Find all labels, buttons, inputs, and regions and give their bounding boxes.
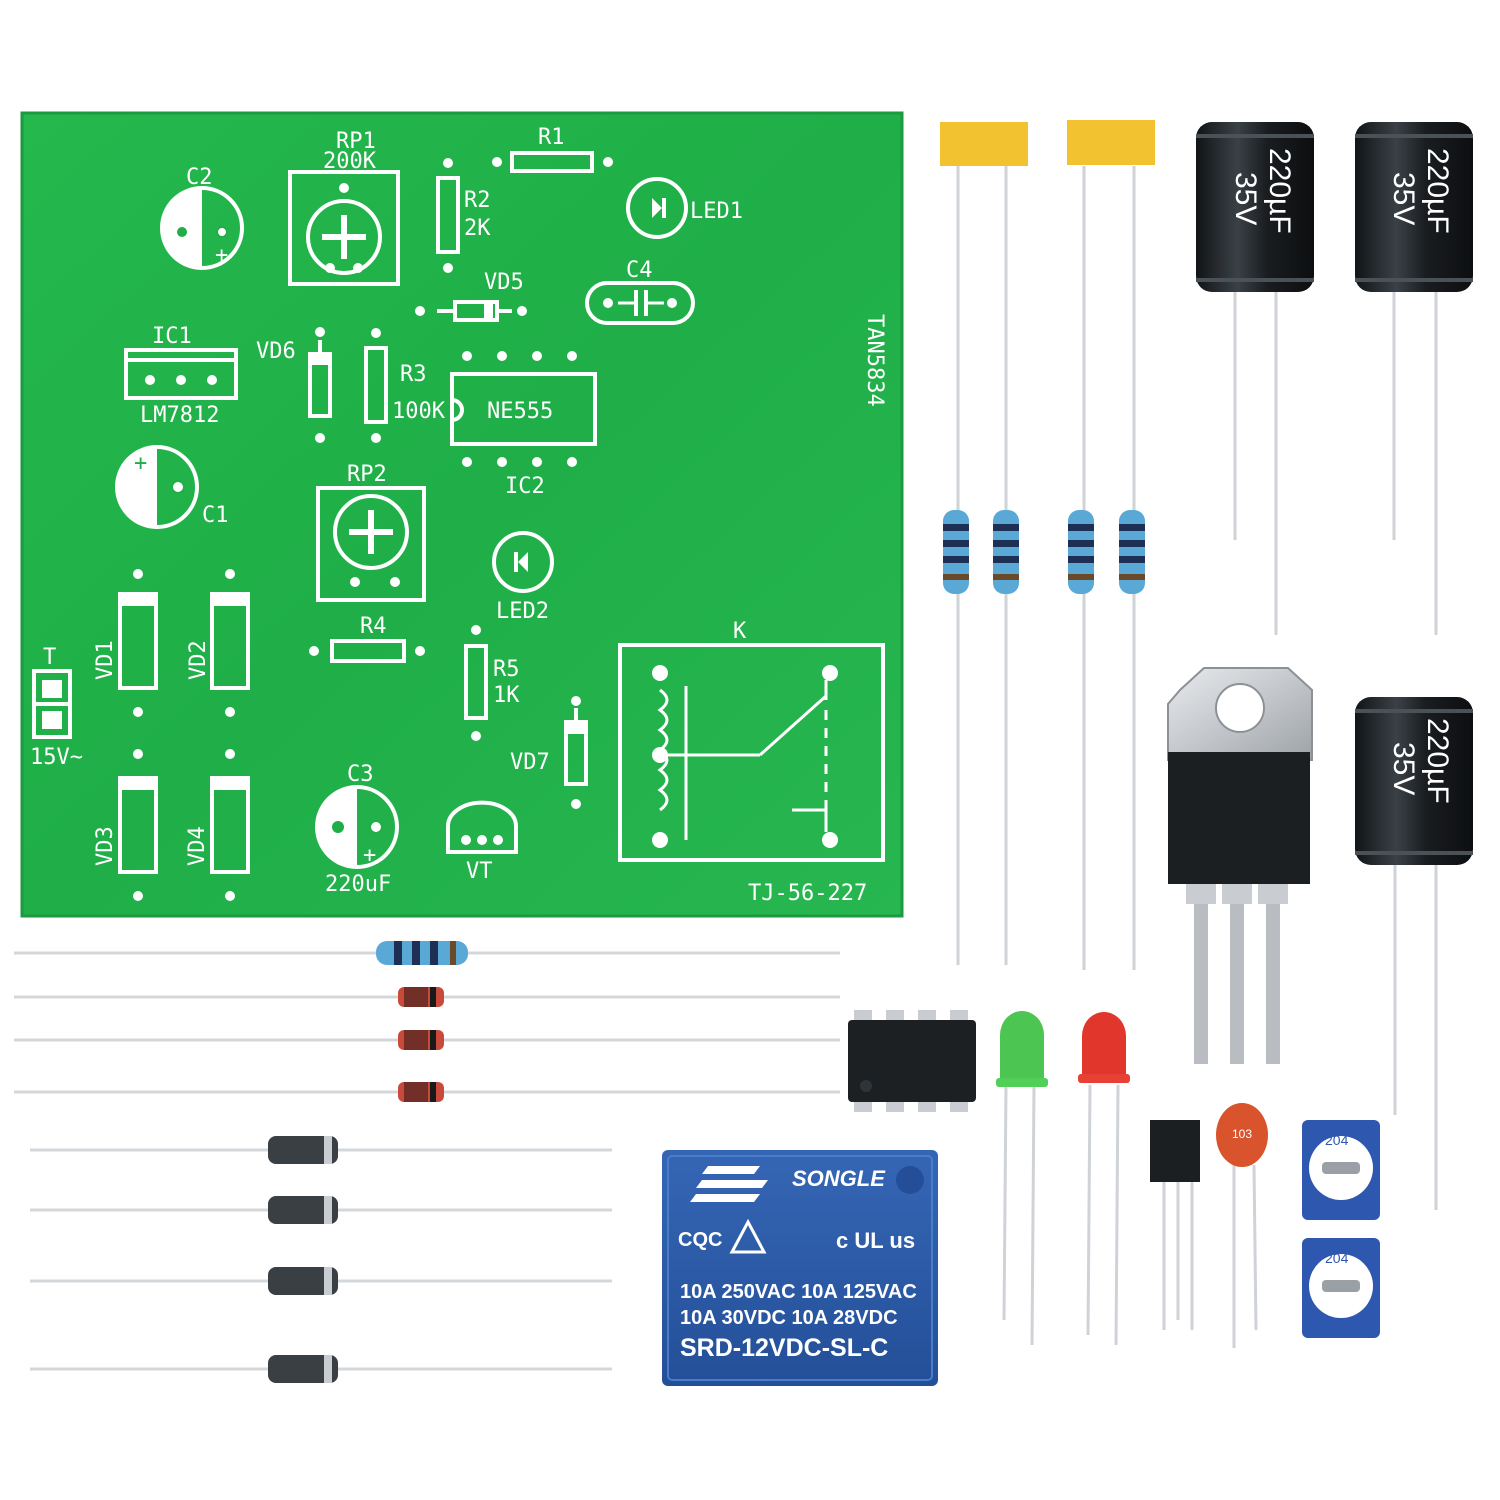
led1-footprint: LED1 <box>626 177 743 239</box>
c2-label: C2 <box>186 165 213 190</box>
r3-footprint: R3 100K <box>364 328 446 443</box>
relay-brand: SONGLE <box>792 1166 886 1191</box>
relay-rating-1: 10A 250VAC 10A 125VAC <box>680 1281 917 1303</box>
electrolytic-capacitor-1: 220µF 35V <box>1196 122 1314 635</box>
electrolytic-capacitor-3: 220µF 35V <box>1355 697 1473 1210</box>
r3-value: 100K <box>392 399 446 424</box>
r2-label: R2 <box>464 188 491 213</box>
relay-rating-2: 10A 30VDC 10A 28VDC <box>680 1307 898 1329</box>
rp2-label: RP2 <box>347 462 387 487</box>
electrolytic-capacitor-2: 220µF 35V <box>1355 122 1473 635</box>
zener-diode-group <box>14 987 840 1102</box>
t-label: T <box>43 645 56 670</box>
vt-label: VT <box>466 859 493 884</box>
vd2-footprint: VD2 <box>186 569 250 717</box>
led2-label: LED2 <box>496 599 549 624</box>
trimmer-pot-2: 204 <box>1302 1238 1380 1338</box>
r2-footprint: R2 2K <box>436 158 491 273</box>
c2-footprint: + C2 <box>160 165 244 270</box>
ic1-footprint: IC1 LM7812 <box>124 324 238 428</box>
cap1-text-2: 35V <box>1229 172 1262 225</box>
relay-label: K <box>733 619 747 644</box>
relay-cert-2: c UL us <box>836 1228 915 1253</box>
rp1-footprint: RP1 200K <box>288 129 400 286</box>
r4-footprint: R4 <box>309 614 425 663</box>
vd4-label: VD4 <box>185 826 210 866</box>
vd4-footprint: VD4 <box>185 749 250 901</box>
input-label: 15V~ <box>30 745 83 770</box>
vd2-label: VD2 <box>186 640 211 680</box>
r1-label: R1 <box>538 125 565 150</box>
vd1-footprint: VD1 <box>93 569 158 717</box>
songle-logo-icon <box>690 1166 768 1202</box>
r4-label: R4 <box>360 614 387 639</box>
trimmer2-code: 204 <box>1325 1250 1349 1266</box>
c1-footprint: + C1 <box>115 445 229 529</box>
warning-triangle-icon <box>729 1218 767 1254</box>
voltage-regulator <box>1167 667 1313 1064</box>
c4-label: C4 <box>626 258 653 283</box>
vd3-label: VD3 <box>93 826 118 866</box>
r3-label: R3 <box>400 362 427 387</box>
c1-label: C1 <box>202 503 229 528</box>
vd5-label: VD5 <box>484 270 524 295</box>
vd6-label: VD6 <box>256 339 296 364</box>
ic2-label: IC2 <box>505 474 545 499</box>
cap1-text-1: 220µF <box>1263 148 1296 234</box>
svg-text:+: + <box>215 243 228 268</box>
ic2-part: NE555 <box>487 399 553 424</box>
vd7-label: VD7 <box>510 750 550 775</box>
r5-footprint: R5 1K <box>464 625 520 741</box>
red-led <box>1078 1012 1130 1346</box>
pcb-board: + C2 RP1 200K R1 R2 2K <box>20 111 904 918</box>
relay-component: SONGLE CQC c UL us 10A 250VAC 10A 125VAC… <box>662 1150 938 1386</box>
resistor-vertical-group <box>943 510 1145 594</box>
vt-footprint: VT <box>446 800 518 884</box>
rp1-label: RP1 <box>336 129 376 154</box>
relay-footprint: K <box>618 619 885 862</box>
cap2-text-1: 220µF <box>1421 148 1454 234</box>
vd1-label: VD1 <box>93 640 118 680</box>
r5-value: 1K <box>493 683 520 708</box>
c4-footprint: C4 <box>585 258 695 325</box>
ne555-chip <box>848 1010 976 1112</box>
rectifier-diode-group <box>30 1136 612 1383</box>
led1-label: LED1 <box>690 199 743 224</box>
r5-label: R5 <box>493 657 520 682</box>
ic1-part: LM7812 <box>140 403 219 428</box>
cap3-text-1: 220µF <box>1421 718 1454 804</box>
serial-label: TJ-56-227 <box>748 881 867 906</box>
transistor <box>1150 1120 1200 1330</box>
led2-footprint: LED2 <box>492 531 554 624</box>
board-code: TAN5834 <box>862 314 887 407</box>
ceramic-code: 103 <box>1232 1127 1252 1141</box>
t-input-footprint: T 15V~ <box>30 645 83 770</box>
ic2-footprint: NE555 IC2 <box>450 351 597 499</box>
trimmer-pot-1: 204 <box>1302 1120 1380 1220</box>
r1-footprint: R1 <box>492 125 613 173</box>
trimmer1-code: 204 <box>1325 1132 1349 1148</box>
green-led <box>996 1011 1048 1346</box>
c3-footprint: + C3 220uF <box>315 762 399 897</box>
vd6-footprint: VD6 <box>256 327 332 443</box>
c3-value: 220uF <box>325 872 391 897</box>
vd7-footprint: VD7 <box>510 696 588 809</box>
ceramic-capacitor: 103 <box>1216 1103 1268 1348</box>
cap3-text-2: 35V <box>1387 742 1420 795</box>
relay-model: SRD-12VDC-SL-C <box>680 1334 888 1362</box>
svg-text:+: + <box>363 843 376 868</box>
svg-text:+: + <box>134 451 147 476</box>
horizontal-resistor <box>14 941 840 965</box>
rp1-value: 200K <box>323 149 377 174</box>
vd5-footprint: VD5 <box>415 270 527 322</box>
c3-label: C3 <box>347 762 374 787</box>
rp2-footprint: RP2 <box>316 462 426 602</box>
r2-value: 2K <box>464 216 491 241</box>
vd3-footprint: VD3 <box>93 749 158 901</box>
cap2-text-2: 35V <box>1387 172 1420 225</box>
relay-cert-1: CQC <box>678 1229 722 1251</box>
ic1-label: IC1 <box>152 324 192 349</box>
